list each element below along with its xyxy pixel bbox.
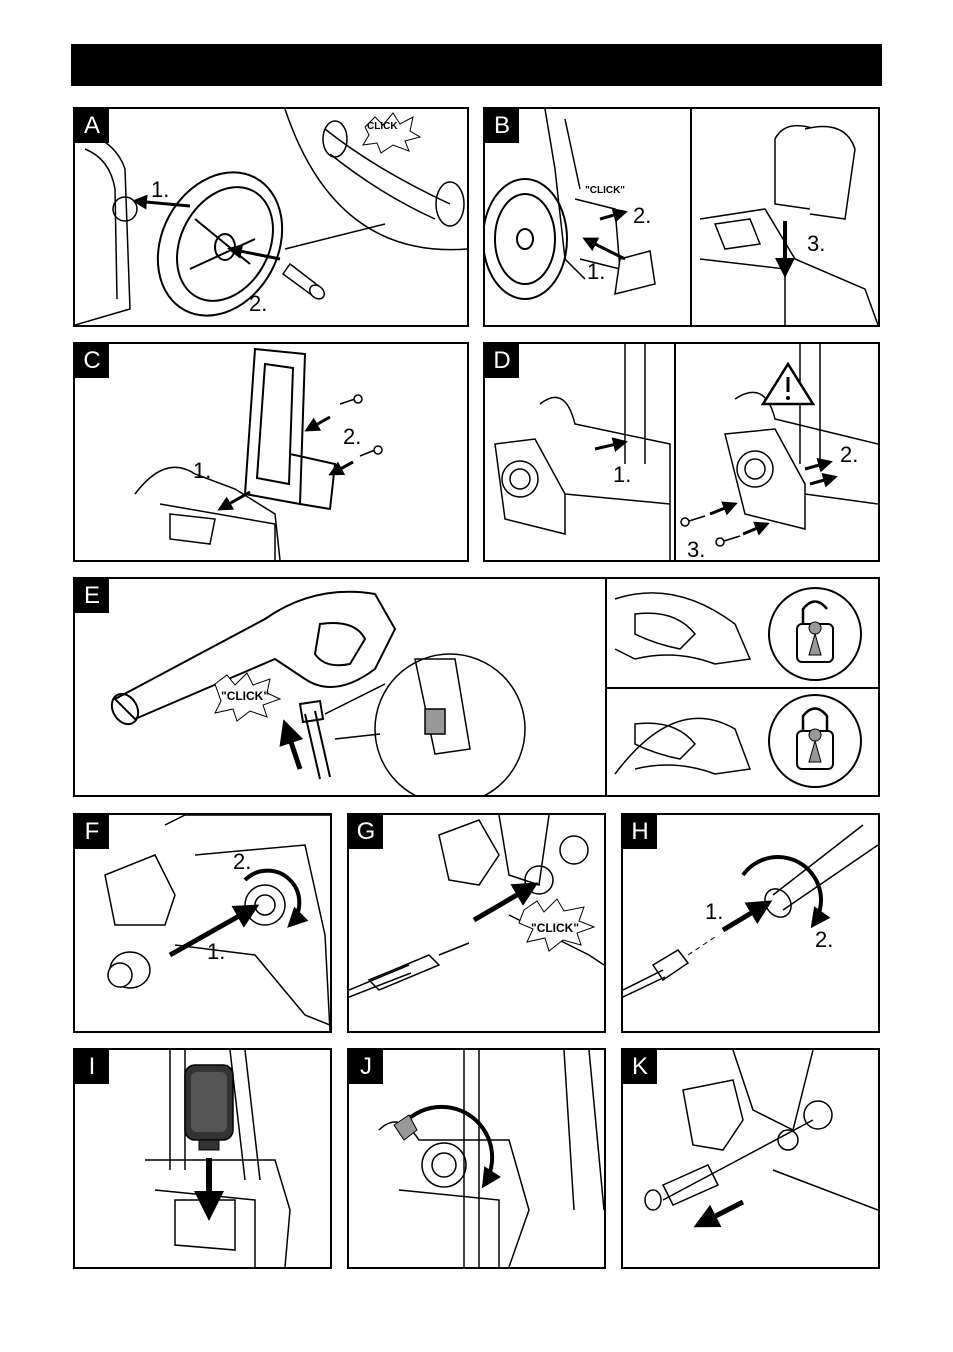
- step-1-label: 1.: [613, 464, 631, 486]
- panel-label: F: [75, 815, 109, 849]
- panel-a: A 1. 2. CLICK: [73, 107, 469, 327]
- rotate-arrow-icon: [399, 1107, 492, 1185]
- guide-line: [688, 935, 718, 955]
- step-2-label: 2.: [840, 444, 858, 466]
- warning-icon: [763, 364, 813, 404]
- machine-front-icon: [725, 344, 878, 529]
- step-1-label: 1.: [587, 261, 605, 283]
- panel-b: B 1. 2. 3. "CLICK": [483, 107, 880, 327]
- push-arrow-icon: [285, 724, 300, 769]
- panel-label: C: [75, 344, 109, 378]
- push-arrow-icon: [220, 492, 250, 509]
- panel-f: F 1. 2.: [73, 813, 332, 1033]
- hose-connector-icon: [300, 701, 330, 779]
- step-2-label: 2.: [249, 293, 267, 315]
- step-1-label: 1.: [207, 941, 225, 963]
- panel-label: A: [75, 109, 109, 143]
- lock-open-icon: [769, 588, 861, 680]
- step-2-label: 2.: [815, 929, 833, 951]
- wheel-icon: [485, 179, 567, 299]
- machine-front-icon: [105, 815, 330, 1031]
- step-1-label: 1.: [151, 179, 169, 201]
- hose-connector-icon: [108, 952, 150, 988]
- panel-label: K: [623, 1050, 657, 1084]
- panel-label: I: [75, 1050, 109, 1084]
- axle-pin-icon: [283, 264, 327, 302]
- push-arrow-icon: [710, 504, 735, 514]
- push-arrow-icon: [698, 1202, 743, 1225]
- cover-part-icon: [775, 126, 855, 219]
- push-arrow-icon: [595, 442, 625, 449]
- step-3-label: 3.: [687, 539, 705, 561]
- machine-front-icon: [683, 1050, 878, 1210]
- step-2-label: 2.: [343, 426, 361, 448]
- panel-c: C 1. 2.: [73, 342, 469, 562]
- zoom-callout: [325, 654, 525, 795]
- lock-closed-icon: [769, 695, 861, 787]
- filter-icon: [645, 1120, 813, 1210]
- panel-g: G "CLICK": [347, 813, 606, 1033]
- click-label: "CLICK": [585, 185, 625, 196]
- push-arrow-icon: [307, 417, 330, 430]
- panel-i: I: [73, 1048, 332, 1269]
- handle-frame-icon: [245, 349, 335, 509]
- click-burst-icon: [363, 113, 420, 153]
- spray-gun-icon: [615, 593, 750, 774]
- step-1-label: 1.: [193, 460, 211, 482]
- panel-label: H: [623, 815, 657, 849]
- panel-label: B: [485, 109, 519, 143]
- nozzle-icon: [623, 950, 688, 997]
- step-1-label: 1.: [705, 901, 723, 923]
- panel-label: J: [349, 1050, 383, 1084]
- panel-label: E: [75, 579, 109, 613]
- panel-label: G: [349, 815, 383, 849]
- step-3-label: 3.: [807, 233, 825, 255]
- panel-h: H 1. 2.: [621, 813, 880, 1033]
- panel-j: J: [347, 1048, 606, 1269]
- click-label: "CLICK": [221, 689, 269, 703]
- panel-d: D 1. 2. 3.: [483, 342, 880, 562]
- panel-e: E: [73, 577, 880, 797]
- push-arrow-icon: [743, 524, 767, 534]
- machine-front-icon: [495, 344, 670, 560]
- header-bar: [71, 44, 882, 86]
- lance-icon: [349, 943, 469, 997]
- push-arrow-icon: [723, 903, 768, 930]
- panel-k: K: [621, 1048, 880, 1269]
- click-label: "CLICK": [531, 921, 579, 935]
- click-label: CLICK: [367, 121, 398, 132]
- push-arrow-icon: [805, 462, 830, 469]
- push-arrow-icon: [810, 477, 835, 484]
- machine-top-icon: [700, 209, 878, 325]
- step-2-label: 2.: [233, 851, 251, 873]
- rotate-arrow-icon: [394, 1115, 417, 1140]
- push-arrow-icon: [600, 212, 625, 219]
- machine-body-icon: [75, 129, 137, 325]
- detergent-bottle-icon: [185, 1065, 233, 1150]
- step-2-label: 2.: [633, 205, 651, 227]
- panel-label: D: [485, 344, 519, 378]
